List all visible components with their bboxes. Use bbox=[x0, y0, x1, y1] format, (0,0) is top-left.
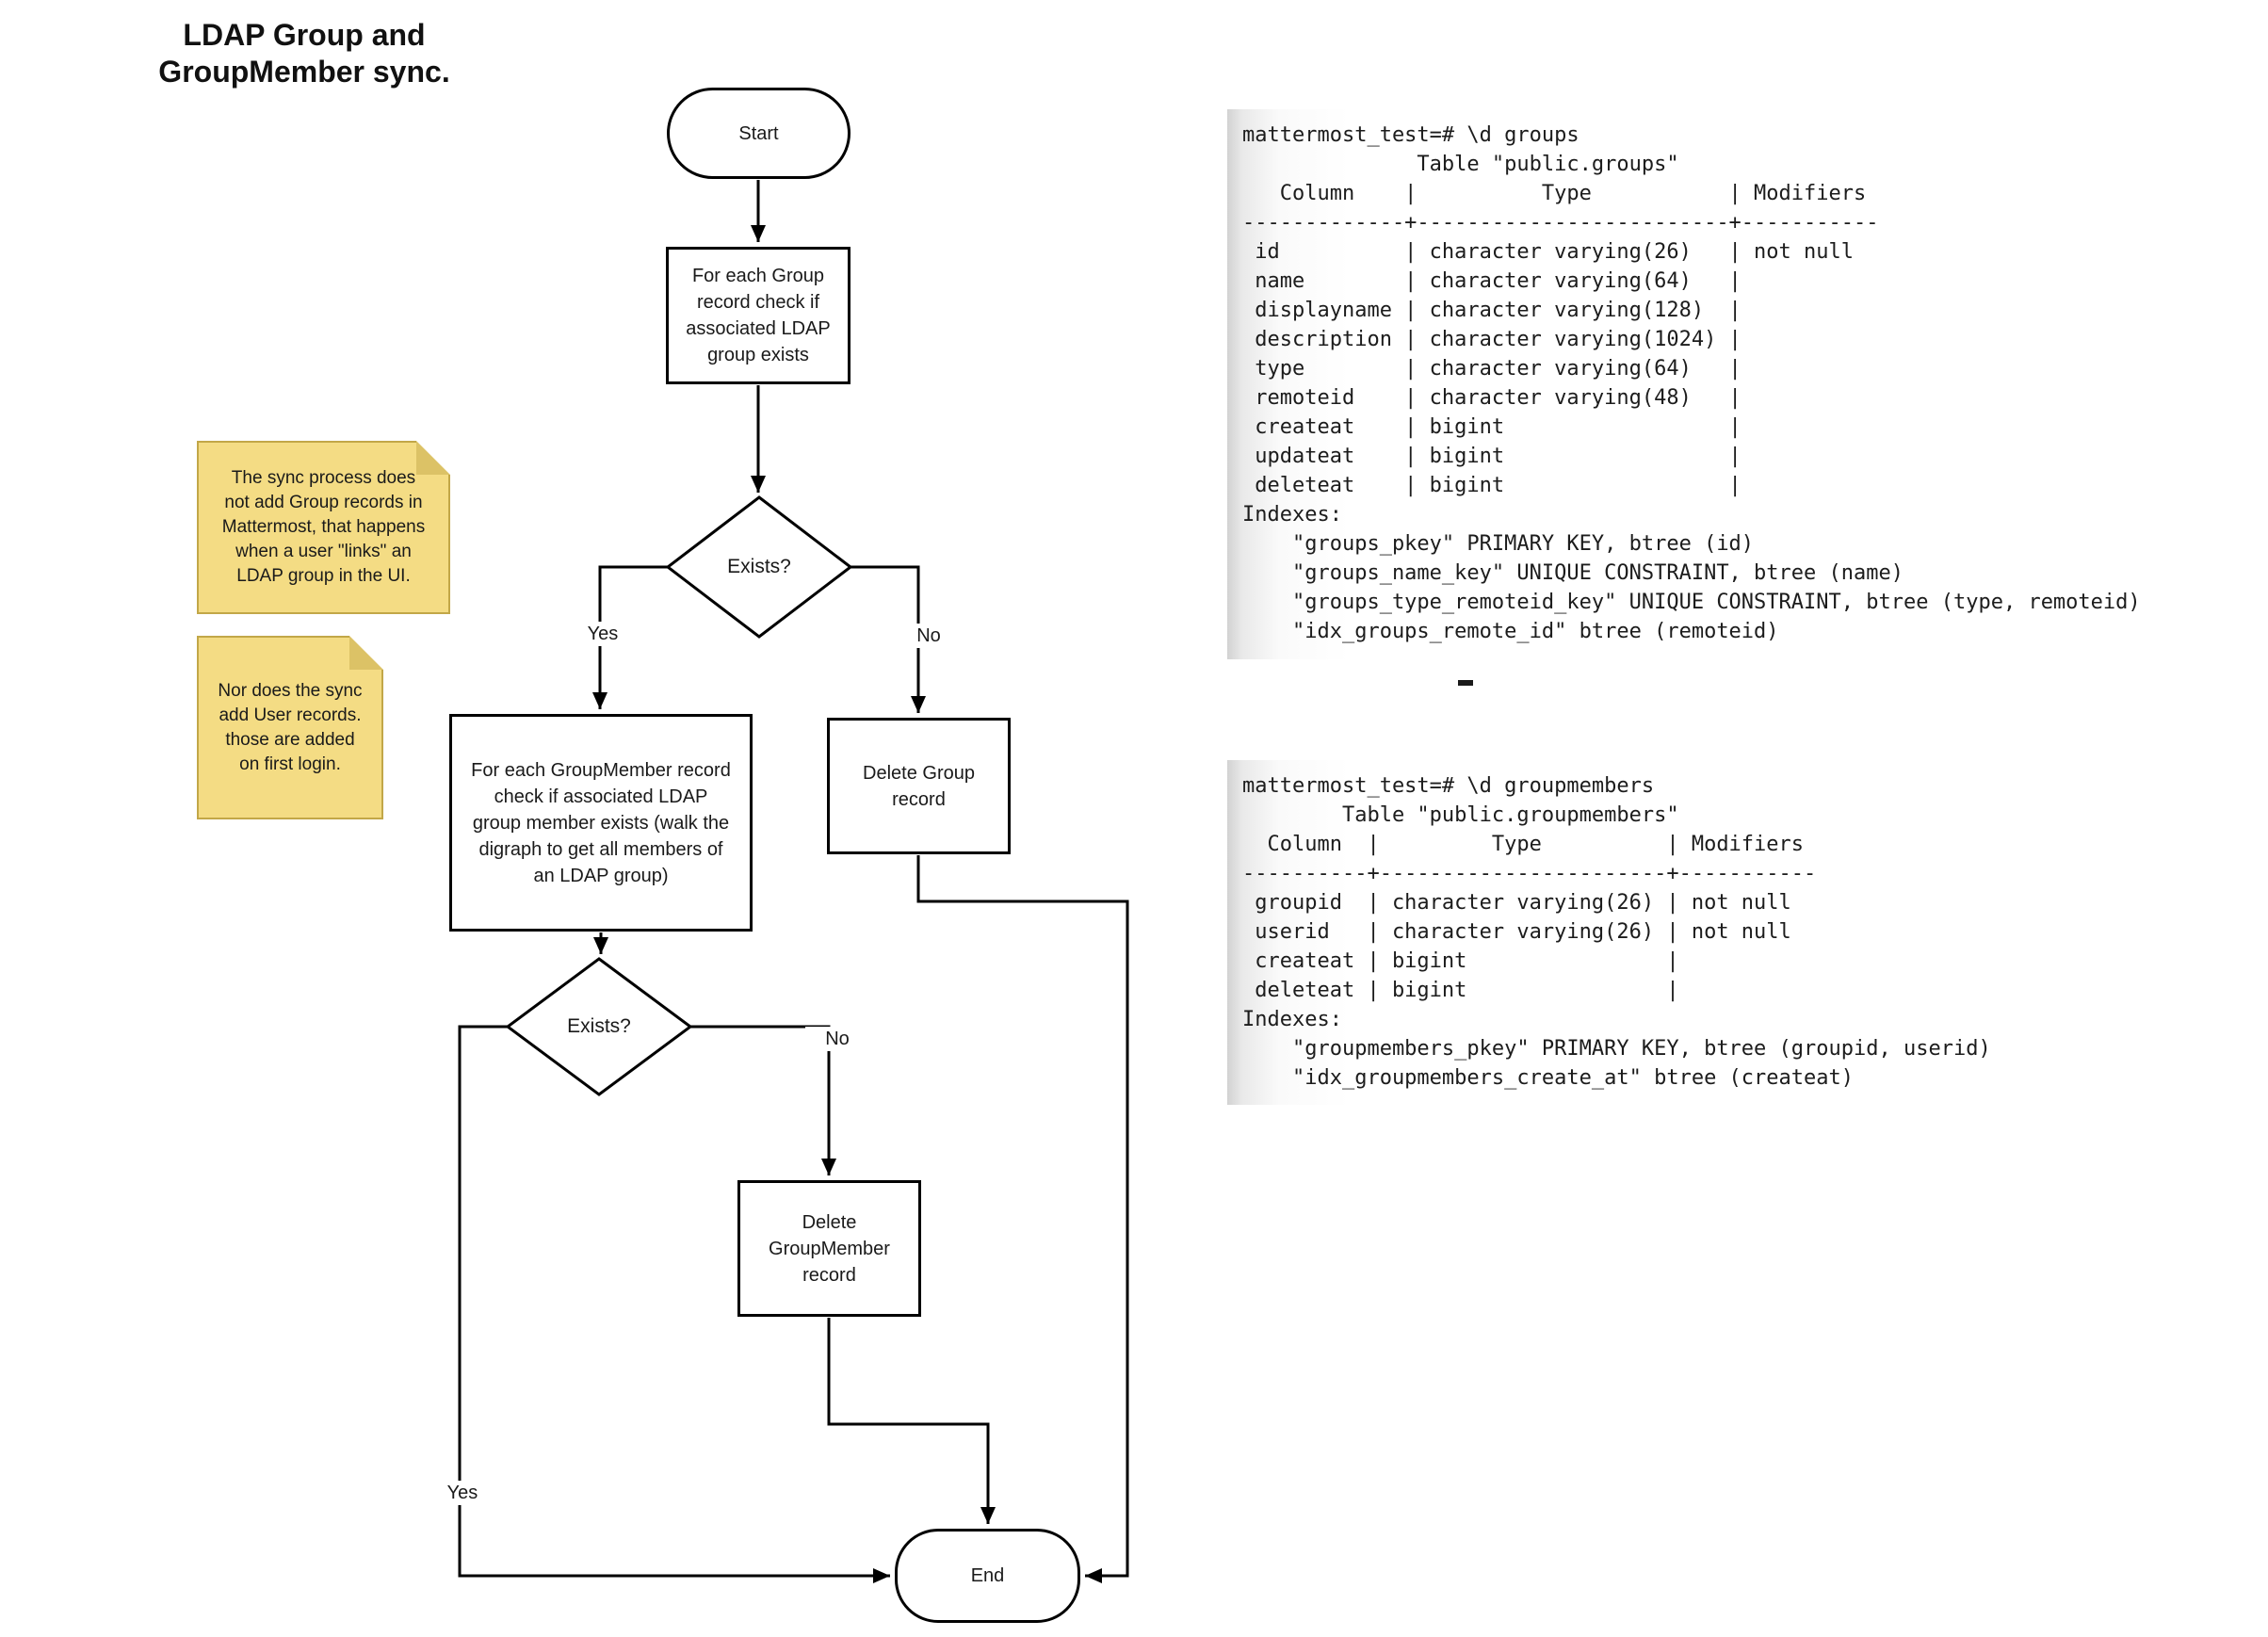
process-delete-groupmember-node: Delete GroupMember record bbox=[737, 1180, 921, 1317]
decision-exists-group-label: Exists? bbox=[727, 556, 791, 577]
terminal-groups-table: mattermost_test=# \d groups Table "publi… bbox=[1227, 109, 2174, 659]
page-title: LDAP Group and GroupMember sync. bbox=[158, 18, 450, 89]
process-delete-group-node: Delete Group record bbox=[827, 718, 1011, 854]
edge-exists2-yes-to-end bbox=[458, 1025, 890, 1583]
edge-label-yes-group: Yes bbox=[570, 622, 636, 646]
end-node: End bbox=[895, 1529, 1080, 1623]
edge-label-no-group: No bbox=[897, 624, 961, 648]
edge-label-yes-groupmember: Yes bbox=[429, 1481, 496, 1505]
edge-delete-member-to-end bbox=[827, 1318, 996, 1524]
edge-delete-group-to-end bbox=[916, 855, 1129, 1583]
terminal-cursor bbox=[1458, 680, 1473, 686]
terminal-groupmembers-table: mattermost_test=# \d groupmembers Table … bbox=[1227, 760, 2023, 1105]
sticky-note-group-sync: The sync process does not add Group reco… bbox=[197, 441, 450, 614]
edge-exists-no-to-delete-group bbox=[850, 565, 926, 713]
start-node: Start bbox=[667, 88, 850, 179]
edge-label-no-groupmember: No bbox=[805, 1027, 869, 1051]
sticky-note-user-sync: Nor does the sync add User records. thos… bbox=[197, 636, 383, 819]
process-check-group-node: For each Group record check if associate… bbox=[666, 247, 850, 384]
decision-exists-groupmember-label: Exists? bbox=[567, 1015, 631, 1037]
decision-exists-group-shape bbox=[665, 495, 853, 639]
edge-exists-yes-to-checkmember bbox=[592, 565, 668, 709]
process-check-groupmember-node: For each GroupMember record check if ass… bbox=[449, 714, 753, 932]
decision-exists-groupmember-shape bbox=[505, 957, 693, 1096]
